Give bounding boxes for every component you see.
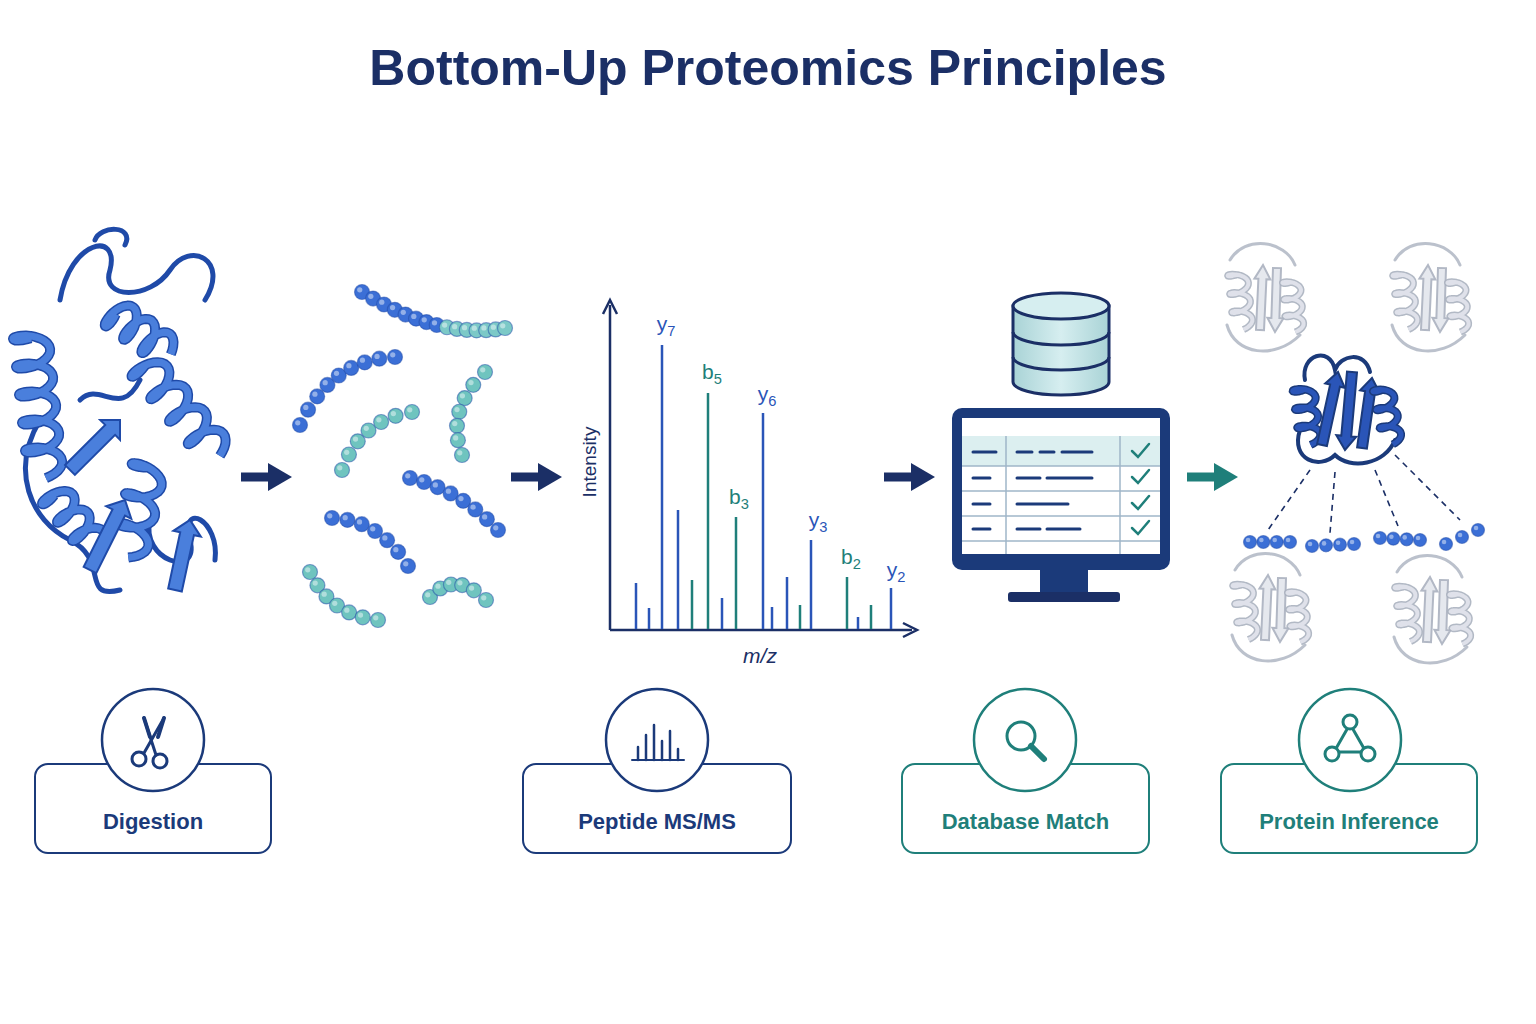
step-box: Protein Inference (1220, 763, 1478, 854)
ion-label: y2 (887, 558, 906, 585)
step-box: Digestion (34, 763, 272, 854)
step-icon (602, 685, 712, 795)
protein-inference-figure (1227, 244, 1485, 663)
step-label: Digestion (103, 809, 203, 852)
protein-ribbon (13, 229, 226, 591)
step-label: Protein Inference (1259, 809, 1439, 852)
step-box: Database Match (901, 763, 1150, 854)
axis-label: m/z (743, 644, 777, 668)
database-computer (952, 293, 1170, 602)
ion-label: y3 (809, 508, 828, 535)
ion-label: b5 (702, 360, 722, 387)
ion-label: y7 (657, 312, 676, 339)
axis-label: Intensity (579, 427, 601, 498)
ion-label: b3 (729, 485, 749, 512)
step-icon (970, 685, 1080, 795)
step-box: Peptide MS/MS (522, 763, 792, 854)
spectrum-axes (603, 300, 917, 637)
step-label: Peptide MS/MS (578, 809, 736, 852)
peptide-chains (293, 285, 513, 628)
spectrum-peaks (636, 345, 891, 629)
step-icon (98, 685, 208, 795)
title: Bottom-Up Proteomics Principles (369, 39, 1166, 97)
step-icon (1295, 685, 1405, 795)
ion-label: b2 (841, 545, 861, 572)
ion-label: y6 (758, 382, 777, 409)
step-label: Database Match (942, 809, 1110, 852)
